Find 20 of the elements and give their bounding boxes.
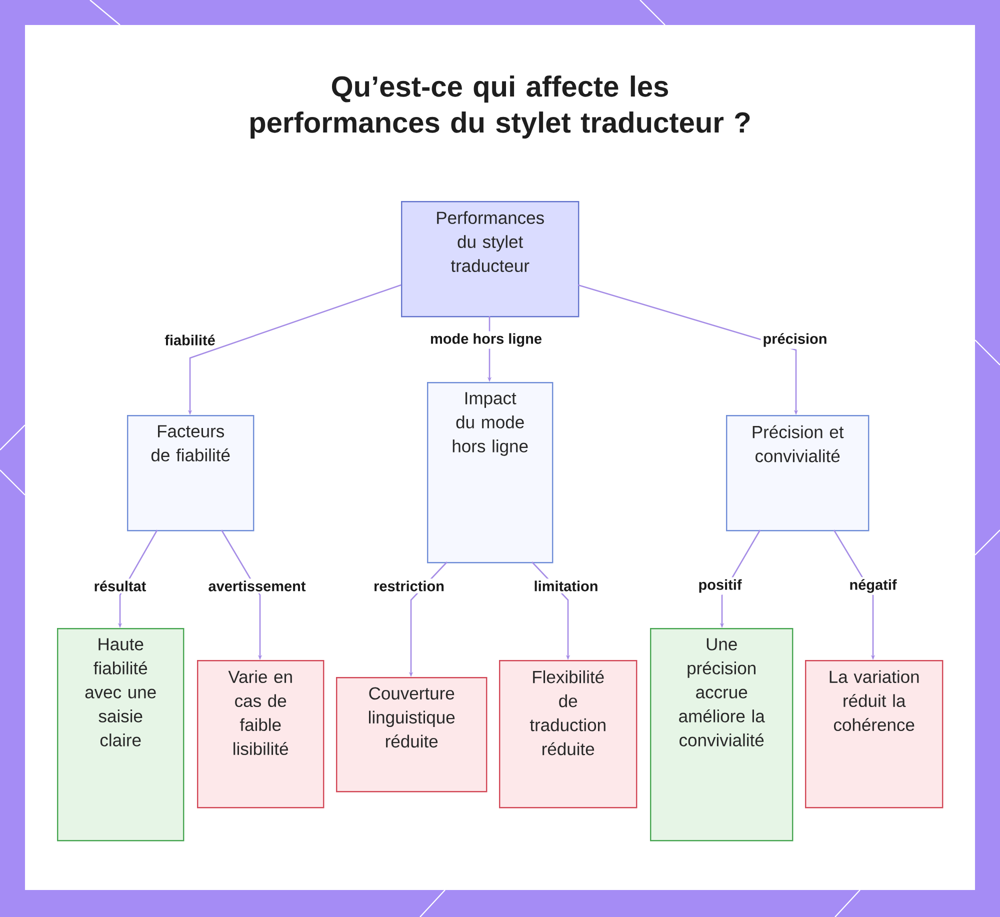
edge-label: mode hors ligne: [428, 331, 544, 349]
process-box: La variation réduit la cohérence: [805, 660, 944, 808]
process-box: Haute fiabilité avec une saisie claire: [57, 628, 184, 842]
process-box: Performances du stylet traducteur: [401, 201, 580, 318]
edge-label: restriction: [372, 578, 446, 594]
edge-label: précision: [760, 331, 830, 349]
edge-label: fiabilité: [162, 332, 218, 348]
process-box: Varie en cas de faible lisibilité: [197, 660, 324, 808]
process-box: Une précision accrue améliore la convivialité: [650, 628, 794, 842]
process-box: Précision et convivialité: [726, 415, 870, 532]
edge-label: résultat: [92, 578, 148, 594]
process-box: Impact du mode hors ligne: [427, 382, 554, 564]
edge-label: avertissement: [206, 578, 308, 594]
process-box: Facteurs de fiabilité: [127, 415, 254, 532]
title: Qu’est-ce qui affecte les performances du stylet traducteur ?: [250, 76, 750, 139]
process-box: Flexibilité de traduction réduite: [499, 660, 638, 808]
process-box: Couverture linguistique réduite: [336, 677, 488, 792]
edge-label: positif: [696, 577, 744, 595]
edge-label: limitation: [532, 578, 600, 594]
edge-label: négatif: [847, 577, 899, 595]
